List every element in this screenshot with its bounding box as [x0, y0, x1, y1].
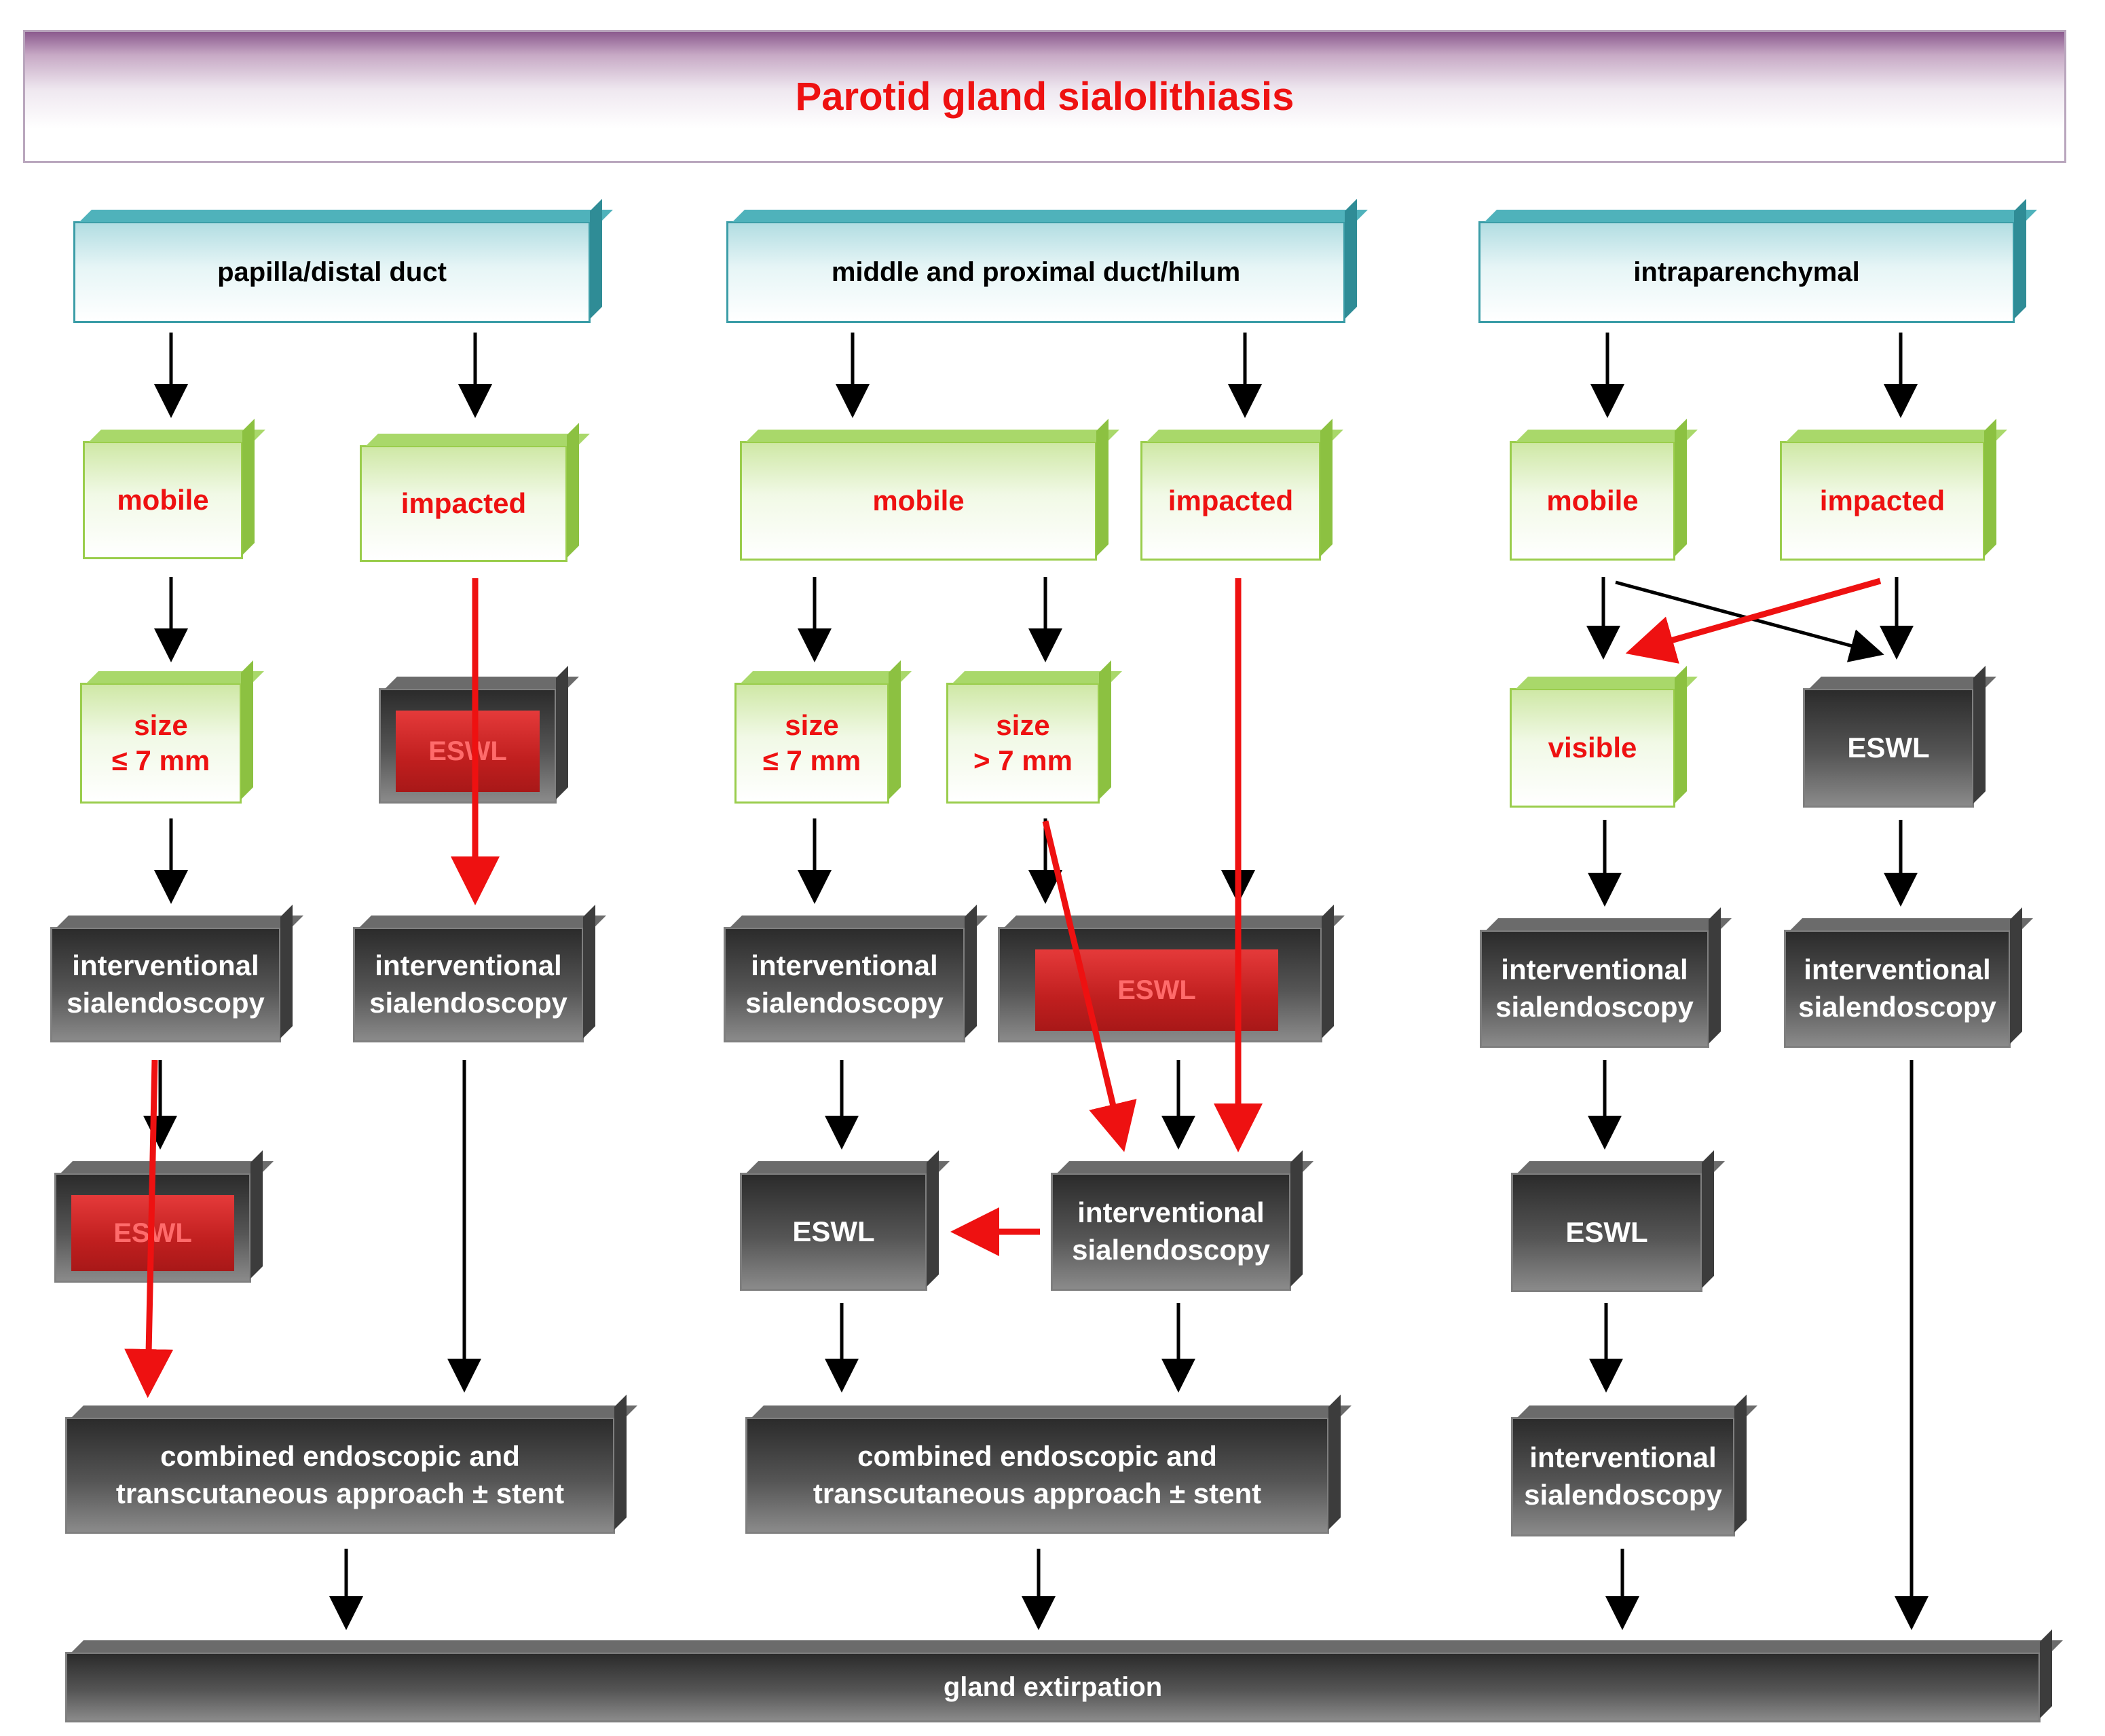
box-label: impacted [1168, 484, 1294, 516]
box-label: ESWL [1847, 731, 1930, 763]
left-combined-approach-box: combined endoscopic and transcutaneous a… [65, 1417, 615, 1534]
middle-mobile-box: mobile [740, 441, 1097, 561]
box-label: size > 7 mm [973, 709, 1073, 777]
header-label: papilla/distal duct [217, 257, 447, 287]
box-label: ESWL [1565, 1215, 1648, 1248]
box-label: ESWL [428, 736, 507, 766]
footer-label: gland extirpation [943, 1672, 1163, 1702]
box-label: interventional sialendoscopy [1524, 1441, 1722, 1511]
box-label: mobile [872, 484, 965, 516]
box-label: interventional sialendoscopy [745, 949, 944, 1019]
box-label: combined endoscopic and transcutaneous a… [813, 1440, 1262, 1509]
right-eswl-box: ESWL [1803, 688, 1974, 808]
box-label: interventional sialendoscopy [1495, 954, 1694, 1023]
page-title: Parotid gland sialolithiasis [795, 74, 1294, 119]
right-visible-box: visible [1510, 688, 1675, 808]
box-label: interventional sialendoscopy [1798, 954, 1996, 1023]
right-sialendoscopy-final-box: interventional sialendoscopy [1511, 1417, 1735, 1536]
box-label: interventional sialendoscopy [369, 949, 567, 1019]
eswl-red-panel: ESWL [1035, 949, 1278, 1031]
left-mobile-box: mobile [83, 441, 243, 559]
box-label: interventional sialendoscopy [67, 949, 265, 1019]
middle-size-small-box: size ≤ 7 mm [734, 683, 889, 804]
right-sialendoscopy-eswl-box: interventional sialendoscopy [1784, 930, 2011, 1048]
box-label: interventional sialendoscopy [1072, 1196, 1270, 1266]
middle-impacted-box: impacted [1140, 441, 1321, 561]
left-sialendoscopy-mobile-box: interventional sialendoscopy [50, 927, 281, 1042]
box-label: mobile [1546, 484, 1639, 516]
left-eswl-bottom-box: ESWL [54, 1173, 251, 1283]
right-impacted-box: impacted [1780, 441, 1985, 561]
gland-extirpation-bar: gland extirpation [65, 1652, 2041, 1722]
box-label: ESWL [792, 1215, 875, 1247]
red-arrow-right-impacted-to-visible [1625, 578, 1882, 664]
box-label: mobile [117, 483, 209, 516]
eswl-red-panel: ESWL [396, 711, 540, 792]
middle-size-large-box: size > 7 mm [946, 683, 1100, 804]
header-label: middle and proximal duct/hilum [831, 257, 1241, 287]
box-label: visible [1548, 731, 1637, 763]
box-label: size ≤ 7 mm [762, 709, 861, 777]
title-banner: Parotid gland sialolithiasis [23, 30, 2066, 163]
left-impacted-box: impacted [360, 445, 567, 562]
header-papilla-distal-duct: papilla/distal duct [73, 221, 591, 323]
box-label: impacted [400, 487, 527, 519]
left-eswl-top-box: ESWL [379, 688, 557, 804]
header-label: intraparenchymal [1633, 257, 1860, 287]
right-eswl-second-box: ESWL [1511, 1173, 1702, 1292]
middle-eswl-box: ESWL [740, 1173, 927, 1291]
box-label: ESWL [1117, 975, 1196, 1005]
box-label: size ≤ 7 mm [111, 709, 210, 777]
box-label: ESWL [113, 1218, 192, 1248]
box-label: combined endoscopic and transcutaneous a… [115, 1440, 565, 1509]
header-intraparenchymal: intraparenchymal [1478, 221, 2015, 323]
middle-sialendoscopy-center-box: interventional sialendoscopy [1051, 1173, 1291, 1291]
right-sialendoscopy-visible-box: interventional sialendoscopy [1480, 930, 1709, 1048]
middle-eswl-red-box: ESWL [998, 927, 1322, 1042]
header-middle-proximal-duct: middle and proximal duct/hilum [726, 221, 1345, 323]
middle-combined-approach-box: combined endoscopic and transcutaneous a… [745, 1417, 1329, 1534]
right-mobile-box: mobile [1510, 441, 1675, 561]
box-label: impacted [1819, 484, 1945, 516]
left-size-small-box: size ≤ 7 mm [80, 683, 242, 804]
left-sialendoscopy-impacted-box: interventional sialendoscopy [353, 927, 584, 1042]
arrow-right-mobile-to-eswl-cross [1615, 580, 1884, 662]
middle-sialendoscopy-small-box: interventional sialendoscopy [724, 927, 965, 1042]
eswl-red-panel: ESWL [71, 1195, 234, 1271]
